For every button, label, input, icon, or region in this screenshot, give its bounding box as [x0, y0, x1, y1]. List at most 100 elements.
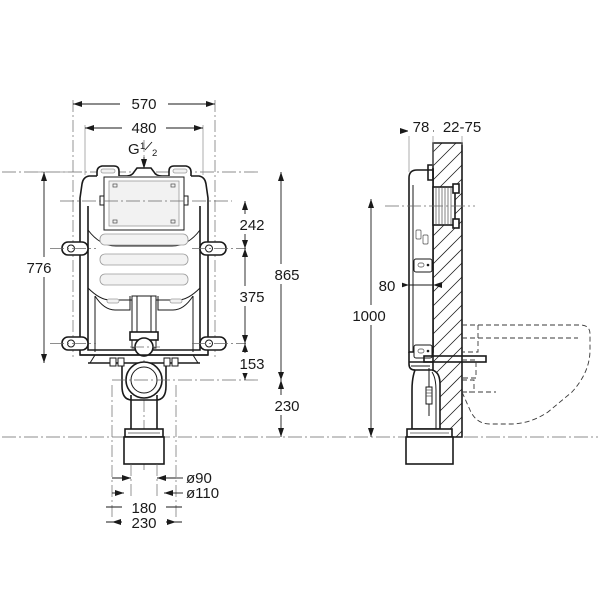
dim-230-floor-bg [264, 395, 310, 415]
dim-label-78: 78 [413, 119, 430, 136]
arrow-242-bottom [242, 240, 248, 249]
dim-570-bg [120, 94, 168, 113]
inlet-label-G: G [128, 141, 140, 158]
dim-label-2275: 22-75 [443, 119, 481, 136]
floor-fixing-left [109, 357, 125, 367]
overflow-sleeve-ribs [426, 389, 432, 397]
wc-pan-connector [423, 355, 487, 363]
dim-label-480: 480 [131, 120, 156, 137]
side-view-dimensions: 78 22-75 1000 80 [340, 118, 490, 437]
dim-180-bg [122, 498, 166, 517]
arrow-d110-right [164, 490, 173, 496]
arrow-80-left [400, 282, 409, 288]
inlet-fraction-bar [144, 141, 153, 151]
arrow-242-top [242, 201, 248, 210]
dim-label-1000: 1000 [352, 308, 385, 325]
rib-1 [99, 233, 189, 246]
arrow-153-top [242, 343, 248, 352]
arrow-230-base-left [112, 519, 121, 525]
dim-label-230-base: 230 [131, 515, 156, 532]
inlet-label-denominator: 2 [152, 148, 157, 159]
side-socket-body [405, 436, 454, 465]
dim-label-d90: ø90 [186, 470, 212, 487]
dim-375-bg [229, 286, 275, 306]
plate-lug-right [184, 195, 189, 206]
arrow-570-right [206, 101, 215, 107]
spigot-clip-top [452, 183, 460, 194]
rib-3 [99, 273, 189, 286]
front-view-group [50, 100, 258, 518]
plate-screw-br [170, 219, 176, 224]
seat-slot-left [106, 298, 120, 304]
dim-label-80: 80 [379, 278, 396, 295]
dim-label-153: 153 [239, 356, 264, 373]
bracket-lower-right [192, 336, 246, 351]
arrow-153-bottom [242, 372, 248, 380]
arrow-230-floor-top [278, 380, 284, 389]
bracket-upper-left [50, 241, 96, 256]
side-waste-bend-inner [431, 371, 437, 429]
wc-connector-box-lower [462, 379, 475, 393]
side-bracket-lower [413, 344, 433, 359]
arrow-375-bottom [242, 335, 248, 344]
side-base-left [408, 352, 416, 371]
plate-screw-bl [112, 219, 118, 224]
side-bracket-upper [413, 258, 433, 273]
arrow-865-bottom [278, 372, 284, 380]
base-flange-chamfer [89, 354, 199, 364]
arrow-570-left [73, 101, 82, 107]
bracket-lower-left [50, 336, 96, 351]
arrow-78-left [400, 128, 409, 134]
dim-label-865: 865 [274, 267, 299, 284]
arrow-480-left [85, 125, 94, 131]
spigot-clip-bottom [452, 218, 460, 229]
arrow-776-bottom [41, 354, 47, 363]
dim-label-776: 776 [26, 260, 51, 277]
arrow-230-floor-bottom [278, 428, 284, 437]
arrow-230-base-right [167, 519, 176, 525]
bracket-upper-right [192, 241, 246, 256]
dim-242-bg [229, 214, 275, 234]
seat-slot-right [169, 298, 183, 304]
dim-153-bg [229, 353, 275, 373]
plate-lug-left [99, 195, 104, 206]
arrow-80-right [433, 282, 442, 288]
dim-865-bg [264, 264, 310, 284]
side-view-group [385, 142, 591, 465]
overflow-tube-sleeve [425, 386, 433, 405]
dim-label-375: 375 [239, 289, 264, 306]
plate-screw-tr [170, 183, 176, 188]
wc-connector-box-upper [462, 324, 479, 353]
dim-80-bg [372, 275, 402, 295]
arrow-480-right [194, 125, 203, 131]
dim-label-180: 180 [131, 500, 156, 517]
dim-776-bg [16, 257, 62, 277]
dim-1000-bg [340, 305, 398, 325]
side-top-connector [427, 164, 434, 181]
arrow-1000-top [368, 199, 374, 208]
inlet-label-numerator: 1 [140, 141, 145, 152]
dim-label-d110: ø110 [186, 485, 219, 502]
shoulder-slot-left [100, 168, 116, 174]
arrow-d90-left [122, 475, 131, 481]
side-fixing-marks-upper [415, 229, 429, 245]
rib-2 [99, 253, 189, 266]
waste-bend-housing [121, 366, 167, 401]
arrow-865-top [278, 172, 284, 181]
dim-480-bg [122, 118, 166, 137]
lower-chamber-sides [94, 296, 194, 352]
arrow-776-top [41, 172, 47, 181]
water-inlet-callout: G 1 2 [128, 141, 157, 169]
flush-seat-left [94, 295, 131, 311]
plate-screw-tl [112, 183, 118, 188]
dim-230-base-bg [122, 513, 166, 532]
arrow-d90-right [157, 475, 166, 481]
dim-label-242: 242 [239, 217, 264, 234]
inlet-leader-arrow [141, 159, 147, 169]
arrow-d110-left [115, 490, 124, 496]
wc-pan-outline [461, 324, 591, 425]
shoulder-slot-right [172, 168, 188, 174]
access-plate-inner [108, 180, 180, 227]
